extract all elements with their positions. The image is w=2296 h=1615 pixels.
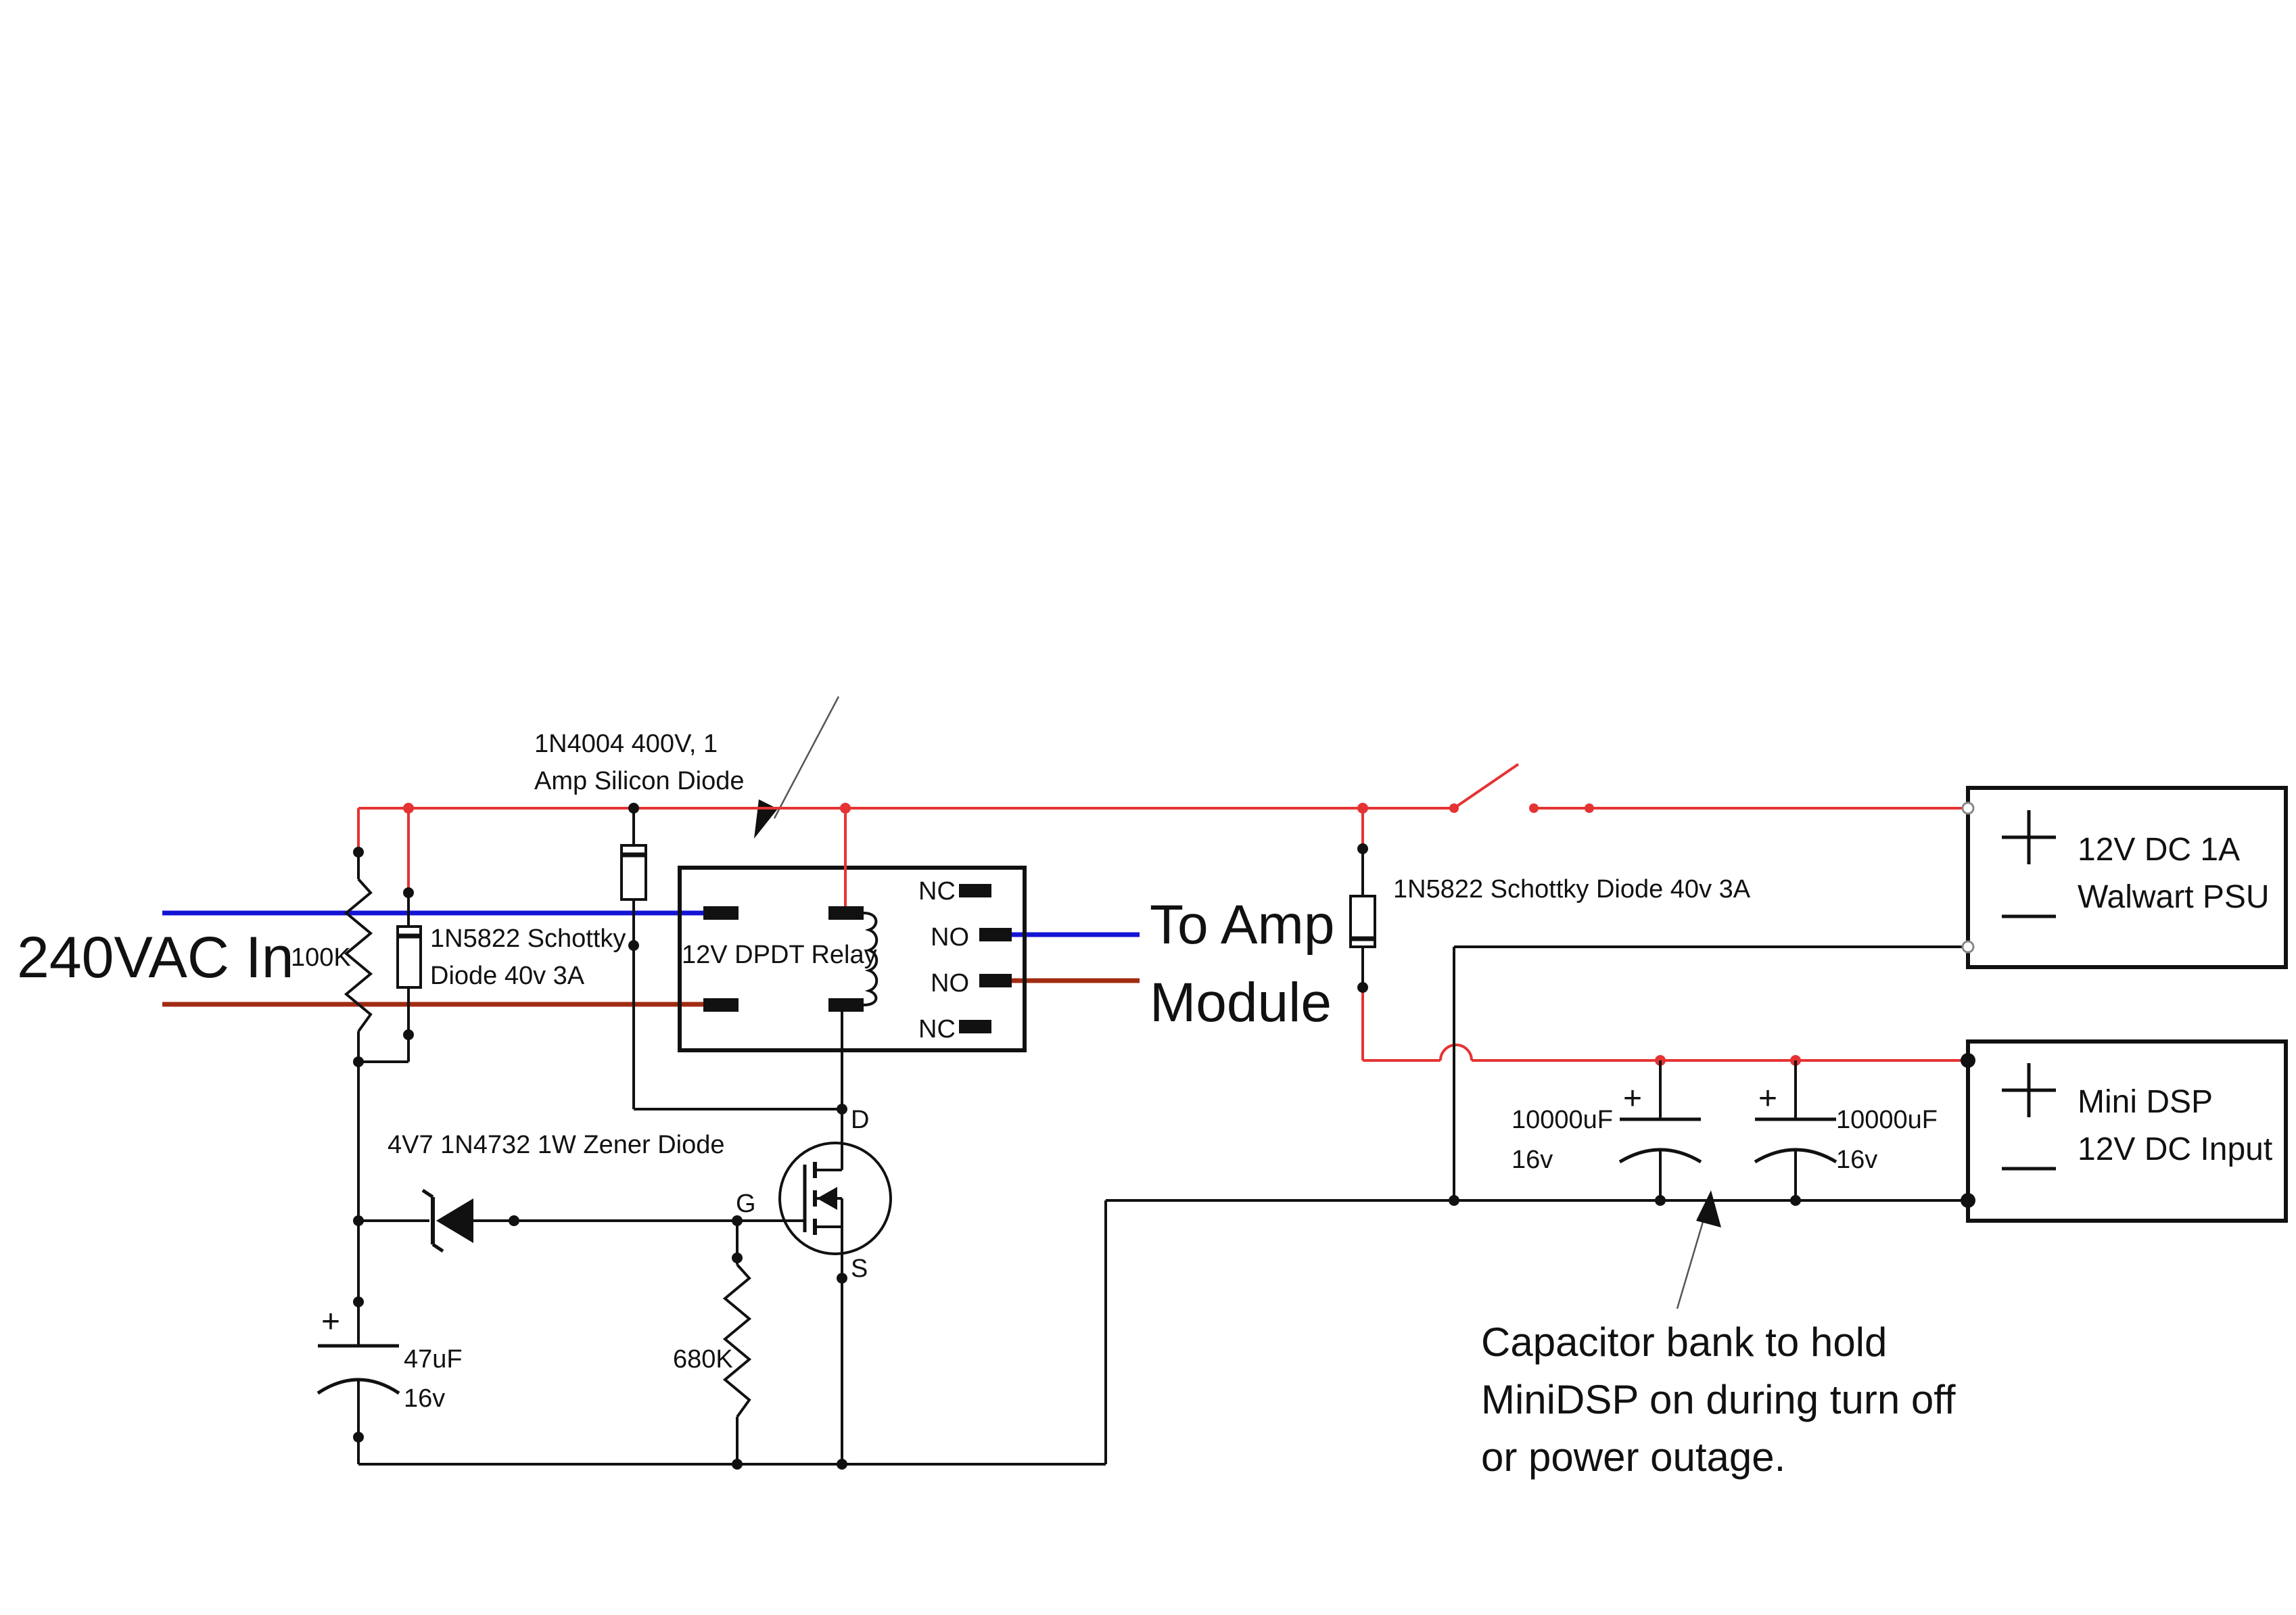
label-relay: 12V DPDT Relay (682, 941, 877, 969)
label-dsp-line1: Mini DSP (2078, 1084, 2213, 1120)
label-nc-bottom: NC (918, 1015, 956, 1044)
resistor-100k: 100K (291, 878, 373, 1033)
mosfet: D G S (736, 1106, 892, 1283)
label-gate: G (736, 1190, 756, 1218)
minidsp-block: Mini DSP 12V DC Input (1961, 1039, 2288, 1223)
mains-wiring (162, 910, 1140, 1007)
title-pointer (754, 696, 840, 839)
zener-diode: 4V7 1N4732 1W Zener Diode (353, 1131, 743, 1253)
plus-bank-left: + (1623, 1081, 1642, 1117)
label-bank-right-value: 10000uF (1836, 1106, 1938, 1134)
label-no-bottom: NO (931, 969, 969, 998)
label-psu-line1: 12V DC 1A (2078, 832, 2240, 868)
relay-12v-dpdt: 12V DPDT Relay NC NO NO NC (678, 866, 1027, 1052)
label-d2-line1: 1N4004 400V, 1 (534, 730, 718, 758)
ground-wiring (357, 852, 1968, 1466)
resistor-680k: 680K (673, 1221, 752, 1470)
note-pointer (1676, 1190, 1721, 1309)
note-line3: or power outage. (1481, 1434, 1785, 1480)
label-to-amp-line2: Module (1150, 972, 1332, 1033)
diode-d1-schottky: 1N5822 Schottky Diode 40v 3A (396, 887, 626, 1040)
diode-d3-schottky: 1N5822 Schottky Diode 40v 3A (1349, 843, 1751, 993)
label-nc-top: NC (918, 877, 956, 906)
label-bank-right-voltage: 16v (1836, 1146, 1877, 1174)
label-100k: 100K (291, 943, 351, 972)
label-dsp-line2: 12V DC Input (2078, 1131, 2272, 1167)
capacitor-bank-right: + 10000uF 16v (1754, 1060, 1938, 1206)
label-no-top: NO (931, 923, 969, 952)
label-to-amp-line1: To Amp (1150, 894, 1334, 956)
label-d1-line2: Diode 40v 3A (430, 962, 585, 990)
label-680k: 680K (673, 1345, 733, 1374)
label-47uf-voltage: 16v (404, 1384, 445, 1413)
diode-d2-1n4004: 1N4004 400V, 1 Amp Silicon Diode (534, 730, 842, 1110)
power-switch (1449, 763, 1594, 813)
label-bank-left-value: 10000uF (1512, 1106, 1613, 1134)
capacitor-47uf: + 47uF 16v (317, 1296, 463, 1443)
label-psu-line2: Walwart PSU (2078, 879, 2270, 915)
label-d1-line1: 1N5822 Schottky (430, 924, 626, 953)
note-line2: MiniDSP on during turn off (1481, 1377, 1956, 1422)
label-d3: 1N5822 Schottky Diode 40v 3A (1393, 875, 1751, 904)
label-zener: 4V7 1N4732 1W Zener Diode (388, 1131, 725, 1159)
label-bank-left-voltage: 16v (1512, 1146, 1553, 1174)
psu-block: 12V DC 1A Walwart PSU (1961, 786, 2288, 969)
label-mains-in: 240VAC In (17, 925, 294, 990)
capacitor-bank-left: + 10000uF 16v (1512, 1060, 1702, 1206)
label-47uf-value: 47uF (404, 1345, 463, 1374)
label-drain: D (851, 1106, 869, 1134)
label-source: S (851, 1255, 868, 1283)
label-d2-line2: Amp Silicon Diode (534, 767, 744, 795)
note-line1: Capacitor bank to hold (1481, 1319, 1887, 1365)
plus-bank-right: + (1758, 1081, 1777, 1117)
plus-47uf: + (321, 1304, 340, 1340)
